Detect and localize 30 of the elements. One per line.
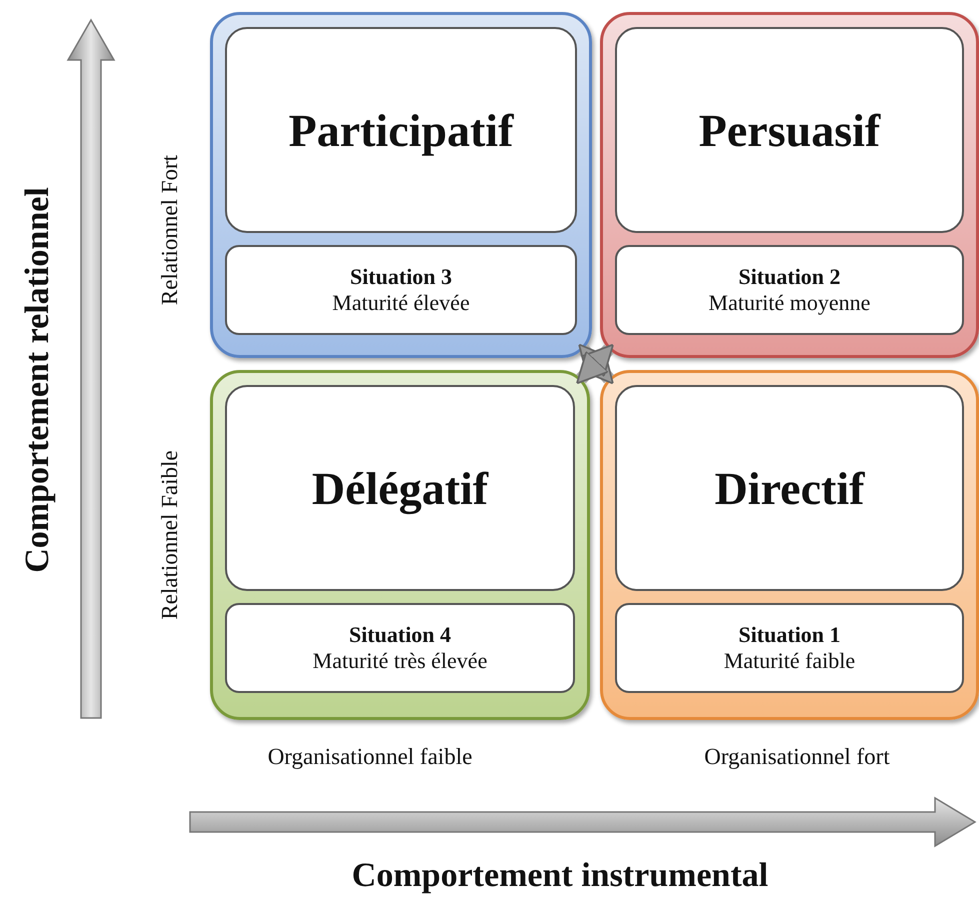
axis-label: Organisationnel faible — [268, 744, 472, 770]
maturity-text: Maturité moyenne — [708, 290, 870, 316]
style-title: Persuasif — [698, 104, 880, 156]
situation-box — [225, 245, 577, 335]
style-title: Participatif — [288, 104, 514, 156]
style-box — [225, 385, 575, 591]
style-box — [225, 27, 577, 233]
style-box — [615, 27, 964, 233]
maturity-text: Maturité très élevée — [312, 648, 488, 674]
situation-heading: Situation 2 — [738, 264, 841, 290]
situation-box — [225, 603, 575, 693]
axis-label: Relationnel Fort — [157, 154, 183, 306]
style-title: Délégatif — [312, 462, 488, 514]
maturity-text: Maturité élevée — [332, 290, 470, 316]
situation-heading: Situation 1 — [738, 622, 841, 648]
maturity-text: Maturité faible — [724, 648, 856, 674]
situation-box — [615, 603, 964, 693]
style-title: Directif — [714, 462, 864, 514]
quadrant-panel — [600, 12, 979, 358]
quadrant-panel — [210, 12, 592, 358]
axis-label: Relationnel Faible — [157, 450, 183, 620]
axis-title: Comportement instrumental — [352, 857, 768, 895]
situation-heading: Situation 3 — [350, 264, 452, 290]
style-box — [615, 385, 964, 591]
situation-heading: Situation 4 — [348, 622, 452, 648]
situation-box — [615, 245, 964, 335]
axis-title: Comportement relationnel — [19, 187, 57, 573]
quadrant-panel — [210, 370, 590, 720]
axis-label: Organisationnel fort — [704, 744, 890, 770]
quadrant-panel — [600, 370, 979, 720]
